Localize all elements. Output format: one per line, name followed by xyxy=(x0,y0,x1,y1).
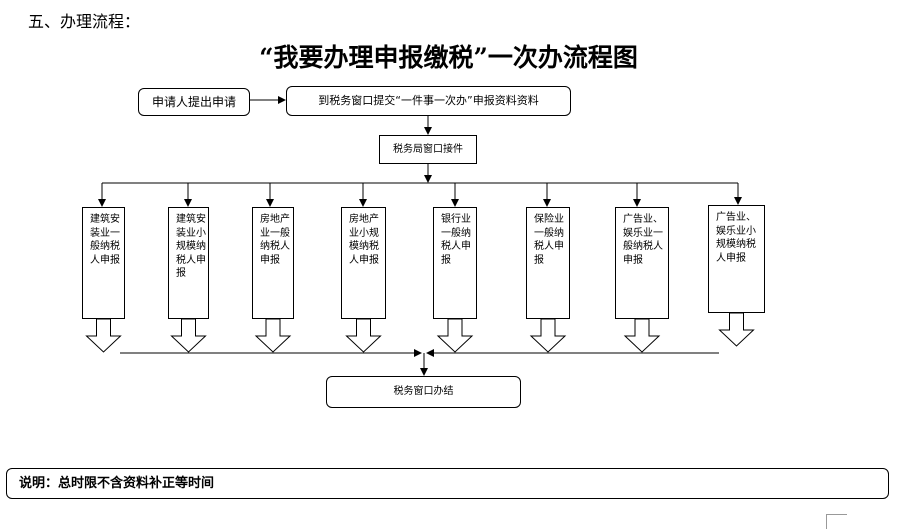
section-heading: 五、办理流程： xyxy=(28,12,141,31)
category-box: 房地产业小规模纳税人申报 xyxy=(341,207,386,319)
category-box: 建筑安装业小规模纳税人申报 xyxy=(168,207,209,319)
category-box: 广告业、娱乐业小规模纳税人申报 xyxy=(708,205,765,313)
block-arrow xyxy=(718,312,755,347)
drop-arrows xyxy=(98,183,742,207)
category-box: 保险业一般纳税人申报 xyxy=(526,207,570,319)
note-box: 说明：总时限不含资料补正等时间 xyxy=(6,468,889,499)
category-box: 广告业、娱乐业一般纳税人申报 xyxy=(615,207,669,319)
block-arrows xyxy=(85,312,755,353)
category-box: 房地产业一般纳税人申报 xyxy=(252,207,294,319)
category-box: 银行业一般纳税人申报 xyxy=(433,207,477,319)
block-arrow xyxy=(85,318,122,353)
submit-node: 到税务窗口提交“一件事一次办”申报资料资料 xyxy=(286,86,571,116)
corner-mark xyxy=(826,514,847,529)
finish-node: 税务窗口办结 xyxy=(326,376,521,408)
apply-node: 申请人提出申请 xyxy=(138,88,250,116)
category-box: 建筑安装业一般纳税人申报 xyxy=(82,207,125,319)
block-arrow xyxy=(170,318,207,353)
block-arrow xyxy=(254,318,292,353)
block-arrow xyxy=(345,318,382,353)
block-arrow xyxy=(436,318,474,353)
accept-node: 税务局窗口接件 xyxy=(379,135,477,164)
block-arrow xyxy=(529,318,567,353)
flowchart-title: “我要办理申报缴税”一次办流程图 xyxy=(259,43,638,72)
block-arrow xyxy=(623,318,661,353)
